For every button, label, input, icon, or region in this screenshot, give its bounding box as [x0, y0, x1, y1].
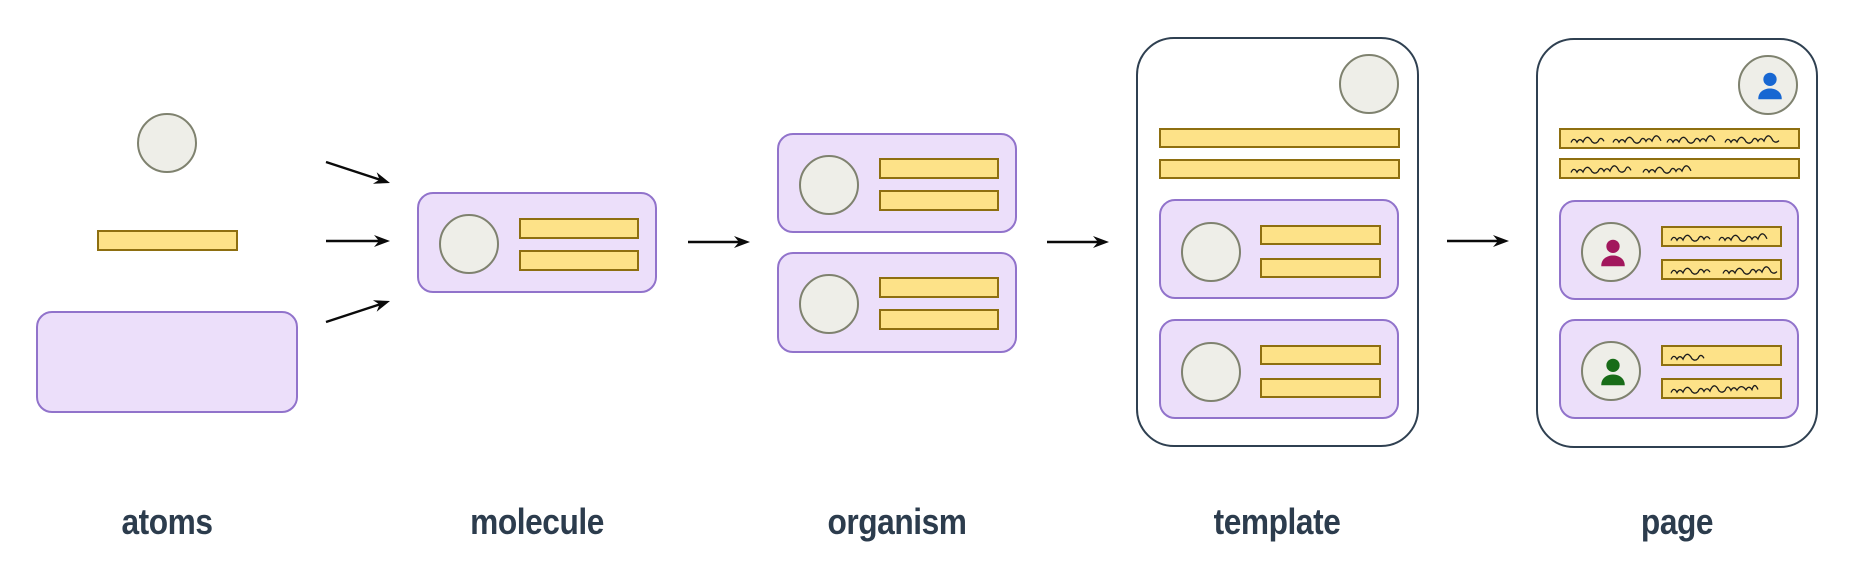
arrow	[688, 236, 750, 248]
text-bar	[1159, 128, 1400, 148]
organism-card-2	[777, 252, 1017, 353]
text-bar	[1559, 158, 1800, 179]
template-card-2	[1159, 319, 1399, 419]
text-bar	[1559, 128, 1800, 149]
avatar-circle	[1581, 222, 1641, 282]
molecule-card	[417, 192, 657, 293]
scribble-text	[1670, 353, 1705, 361]
avatar-circle	[1581, 341, 1641, 401]
scribble-text	[1570, 135, 1780, 144]
scribble-text	[1670, 266, 1778, 275]
atom-bar	[97, 230, 238, 251]
stage-label-molecule: molecule	[470, 501, 604, 542]
arrow	[326, 235, 390, 247]
arrow	[325, 300, 390, 324]
user-icon-green	[1601, 358, 1625, 386]
stage-label-template: template	[1213, 501, 1341, 542]
text-bar	[519, 250, 639, 271]
text-bar	[1661, 259, 1782, 280]
text-bar	[879, 158, 999, 179]
user-icon-blue	[1758, 72, 1782, 100]
avatar-circle	[439, 214, 499, 274]
template-card-1	[1159, 199, 1399, 299]
text-bar	[1159, 159, 1400, 179]
avatar-circle	[1181, 342, 1241, 402]
stage-label-page: page	[1640, 501, 1714, 542]
avatar-circle	[1181, 222, 1241, 282]
template-frame	[1136, 37, 1419, 447]
page-frame	[1536, 38, 1818, 448]
arrow	[1447, 235, 1509, 247]
arrow	[325, 160, 390, 184]
text-bar	[1260, 345, 1381, 365]
avatar-circle	[799, 274, 859, 334]
text-bar	[1260, 378, 1381, 398]
atom-container	[36, 311, 298, 413]
text-bar	[1661, 345, 1782, 366]
avatar-circle	[1339, 54, 1399, 114]
avatar-circle	[1738, 55, 1798, 115]
scribble-text	[1570, 165, 1692, 174]
text-bar	[879, 309, 999, 330]
organism-card-1	[777, 133, 1017, 233]
stage-label-atoms: atoms	[121, 501, 213, 542]
user-icon-magenta	[1601, 239, 1625, 267]
scribble-text	[1670, 233, 1768, 242]
atom-circle	[137, 113, 197, 173]
stage-label-organism: organism	[827, 501, 967, 542]
page-card-2	[1559, 319, 1799, 419]
text-bar	[1260, 258, 1381, 278]
text-bar	[1260, 225, 1381, 245]
page-card-1	[1559, 200, 1799, 300]
arrow	[1047, 236, 1109, 248]
text-bar	[879, 190, 999, 211]
avatar-circle	[799, 155, 859, 215]
text-bar	[879, 277, 999, 298]
text-bar	[1661, 226, 1782, 247]
text-bar	[519, 218, 639, 239]
text-bar	[1661, 378, 1782, 399]
scribble-text	[1670, 384, 1759, 394]
